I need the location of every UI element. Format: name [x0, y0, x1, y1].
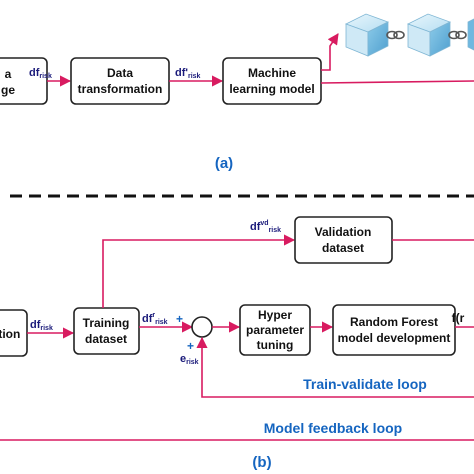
data-transformation-box: [70, 57, 170, 105]
arrow-ml-right: [320, 80, 474, 84]
plus-bottom: +: [187, 339, 194, 353]
validation-box-line1: Validation: [315, 225, 372, 239]
training-box-line1: Training: [83, 316, 130, 330]
machine-learning-model-box: [222, 57, 322, 105]
panel-a-label: (a): [215, 155, 233, 172]
hyper-box-line1: Hyper: [258, 308, 292, 322]
signal-df-prime-risk-a: df'risk: [175, 67, 201, 80]
signal-df-risk-a: dfrisk: [29, 67, 52, 80]
plus-top: +: [176, 312, 183, 326]
panel-b: ation dfrisk Training dataset dfvdrisk V…: [0, 216, 474, 471]
data-transformation-line1: Data: [107, 66, 133, 80]
hyper-parameter-tuning-box: [239, 304, 311, 356]
validation-box-line2: dataset: [322, 241, 364, 255]
rf-box-line2: model development: [338, 331, 451, 345]
data-transformation-line2: transformation: [78, 82, 163, 96]
hyper-box-line3: tuning: [257, 338, 294, 352]
signal-df-risk-b: dfrisk: [30, 319, 53, 332]
training-dataset-box: [73, 307, 140, 355]
train-validate-loop-line: [196, 336, 474, 398]
arrow-training-to-validation: [102, 234, 296, 308]
train-validate-loop-label: Train-validate loop: [303, 376, 427, 392]
signal-df-r-risk: dfrrisk: [142, 312, 168, 326]
random-forest-box: [332, 304, 456, 356]
source-box-a-line2: ge: [1, 83, 15, 97]
output-signal: f(r: [452, 311, 465, 325]
validation-dataset-box: [294, 216, 393, 264]
hyper-box-line2: parameter: [246, 323, 304, 337]
source-box-a-line1: a: [5, 67, 12, 81]
ml-box-line2: learning model: [229, 82, 314, 96]
ml-box-line1: Machine: [248, 66, 296, 80]
source-box-b-line1: ation: [0, 327, 20, 341]
arrow-ml-to-blocks: [321, 33, 339, 71]
panel-b-label: (b): [252, 454, 271, 471]
blockchain-cubes-icon: [344, 13, 474, 57]
training-box-line2: dataset: [85, 332, 127, 346]
signal-df-vd-risk: dfvdrisk: [250, 220, 281, 234]
signal-e-risk: erisk: [180, 353, 199, 366]
panel-a: a ge dfrisk Data transformation df'risk …: [0, 13, 474, 172]
rf-box-line1: Random Forest: [350, 315, 438, 329]
summing-junction: [191, 316, 213, 338]
model-feedback-loop-label: Model feedback loop: [264, 420, 402, 436]
source-box-a: [0, 57, 48, 105]
